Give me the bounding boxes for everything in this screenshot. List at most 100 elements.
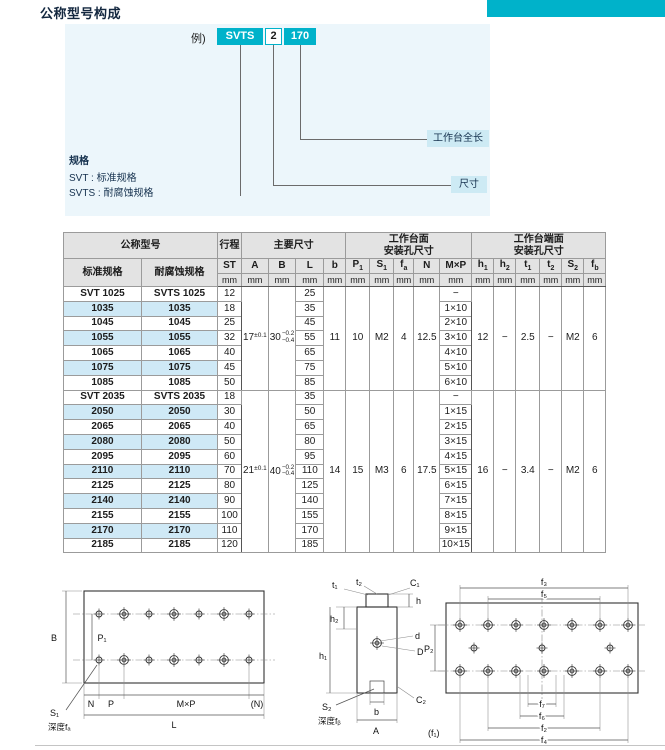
mxp-cell: 3×10 (439, 330, 473, 347)
col-group-stroke: 行程 (217, 232, 242, 259)
mxp-cell: 6×15 (439, 478, 473, 495)
col-header-s1: S1 (369, 258, 395, 274)
n-cell: 17.5 (413, 389, 441, 554)
col-header-b-width: b (323, 258, 347, 274)
hole-pattern (453, 618, 635, 678)
stroke-cell: 70 (217, 463, 242, 480)
dim-label-B: B (51, 633, 57, 643)
connector-line (300, 139, 427, 140)
stroke-cell: 50 (217, 433, 242, 450)
model-standard-cell: 1045 (63, 315, 142, 332)
model-corrosion-cell: 2050 (141, 404, 218, 421)
col-header-a: A (241, 258, 269, 274)
spec-corrosion-note: SVTS : 耐腐蚀规格 (69, 188, 154, 199)
stroke-cell: 32 (217, 330, 242, 347)
spec-table: 公称型号 行程 主要尺寸 工作台面安装孔尺寸 工作台端面安装孔尺寸 标准规格 耐… (63, 232, 607, 554)
dim-b-width-cell: 11 (323, 286, 347, 391)
model-standard-cell: 2140 (63, 493, 142, 509)
dim-label-depth-fb: 深度fᵦ (318, 716, 341, 726)
mxp-cell: 4×15 (439, 448, 473, 465)
unit-label: mm (439, 273, 473, 287)
dim-label-N-paren: (N) (251, 699, 264, 709)
unit-label: mm (583, 273, 607, 287)
tolerance-lower: −0.4 (281, 337, 295, 345)
tolerance-upper: −0.2 (281, 463, 295, 471)
col-header-s2: S2 (561, 258, 585, 274)
unit-label: mm (539, 273, 563, 287)
dim-label-S1: S₁ (50, 708, 59, 718)
p1-cell: 10 (345, 286, 371, 391)
unit-label: mm (515, 273, 541, 287)
connector-line (300, 45, 301, 139)
col-header-mxp: M×P (439, 258, 473, 274)
mxp-cell: 5×15 (439, 463, 473, 480)
page-bottom-rule (35, 745, 665, 746)
dim-label-f4: f₄ (541, 735, 548, 745)
col-header-p1: P1 (345, 258, 371, 274)
dim-label-L: L (171, 720, 176, 730)
stroke-cell: 100 (217, 507, 242, 524)
model-standard-cell: 2080 (63, 433, 142, 450)
mxp-cell: 1×15 (439, 404, 473, 421)
dim-label-N: N (88, 699, 95, 709)
col-group-main-dims: 主要尺寸 (240, 232, 347, 259)
model-standard-cell: 1075 (63, 359, 142, 376)
col-header-t1: t1 (515, 258, 541, 274)
mxp-cell: 9×15 (439, 522, 473, 539)
model-corrosion-cell: 2170 (141, 522, 218, 539)
fb-cell: 6 (583, 286, 607, 391)
model-standard-cell: 2110 (63, 463, 142, 480)
model-corrosion-cell: 2110 (141, 463, 218, 480)
model-standard-cell: 2050 (63, 404, 142, 421)
h1-cell: 16 (471, 389, 495, 554)
model-corrosion-cell: 1075 (141, 359, 218, 376)
stroke-cell: 40 (217, 419, 242, 435)
dim-l-cell: 140 (295, 493, 325, 509)
unit-label: mm (493, 273, 517, 287)
dim-label-f3: f₃ (541, 577, 548, 587)
model-corrosion-cell: SVTS 1025 (141, 286, 218, 302)
s1-cell: M2 (369, 286, 395, 391)
model-standard-cell: SVT 1025 (63, 286, 142, 302)
stroke-cell: 25 (217, 315, 242, 332)
model-corrosion-cell: 2080 (141, 433, 218, 450)
mxp-cell: − (439, 389, 473, 406)
mxp-cell: 5×10 (439, 359, 473, 376)
model-standard-cell: 1035 (63, 300, 142, 317)
stroke-cell: 110 (217, 522, 242, 539)
length-code-box: 170 (284, 28, 316, 45)
p1-cell: 15 (345, 389, 371, 554)
dim-label-depth-fa: 深度fₐ (48, 722, 71, 732)
mxp-cell: 7×15 (439, 493, 473, 509)
unit-label: mm (323, 273, 347, 287)
fa-cell: 4 (393, 286, 415, 391)
unit-label: mm (295, 273, 325, 287)
col-group-end-face: 工作台端面安装孔尺寸 (471, 232, 607, 259)
page-title: 公称型号构成 (40, 6, 122, 21)
stroke-cell: 18 (217, 389, 242, 406)
unit-label: mm (267, 273, 297, 287)
header-accent-band (487, 0, 665, 17)
dim-b-cell: 40−0.2−0.4 (267, 389, 297, 554)
value: 40 (269, 465, 281, 477)
col-header-t2: t2 (539, 258, 563, 274)
model-corrosion-cell: 1045 (141, 315, 218, 332)
stroke-cell: 80 (217, 478, 242, 495)
dim-label-h: h (416, 596, 421, 606)
dim-l-cell: 185 (295, 537, 325, 554)
dim-label-P1: P₁ (97, 633, 106, 643)
stroke-cell: 90 (217, 493, 242, 509)
dim-l-cell: 170 (295, 522, 325, 539)
col-header-fa: fa (393, 258, 415, 274)
dim-l-cell: 80 (295, 433, 325, 450)
model-corrosion-cell: 2185 (141, 537, 218, 554)
col-header-standard: 标准规格 (63, 258, 142, 287)
stroke-cell: 40 (217, 345, 242, 361)
